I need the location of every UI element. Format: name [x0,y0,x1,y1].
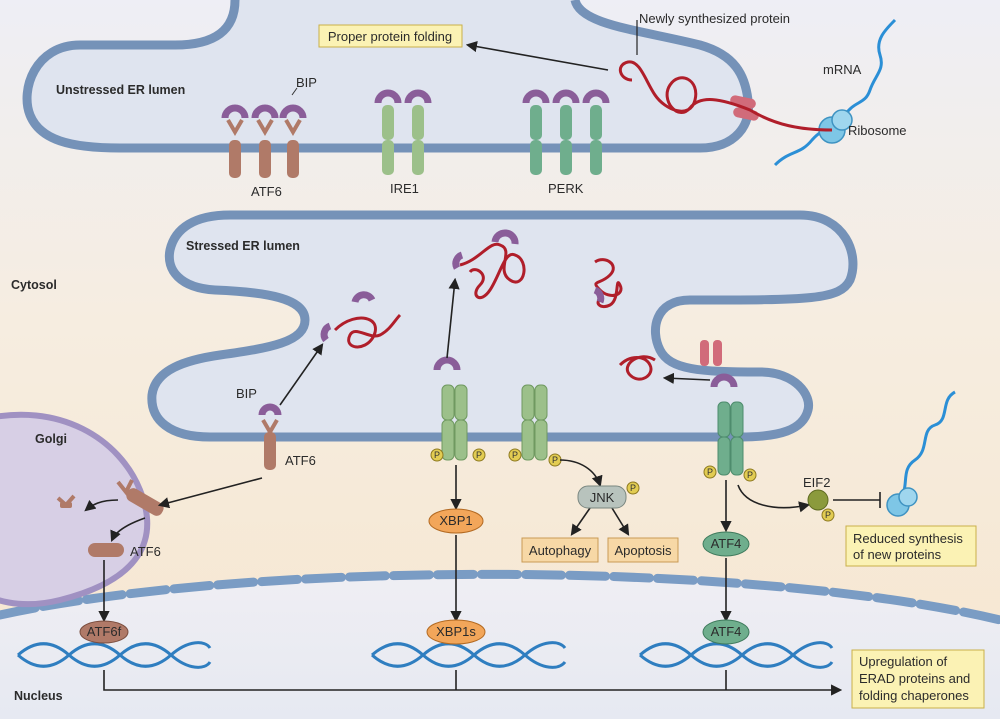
phospho-markers [430,448,835,522]
reduced-synthesis-line1: Reduced synthesis [853,531,963,546]
eif2-molecule [807,489,829,511]
apoptosis-text: Apoptosis [614,543,672,558]
ire1-dimer-active [441,384,468,461]
bip-pointer [291,87,298,96]
nucleus-label: Nucleus [14,689,63,703]
misfolded-proteins [333,242,656,381]
ire1-label-top: IRE1 [390,181,419,196]
autophagy-box: Autophagy [521,537,599,563]
cytosol-arrows [84,459,881,696]
perk-receptors-unstressed [522,89,610,175]
phospho-label: P [552,455,558,465]
atf6f-oval: ATF6f [79,620,129,644]
atf6-receptors-unstressed [221,104,307,178]
phospho-letters: P P P P P P P P [434,450,831,520]
upregulation-line3: folding chaperones [859,688,969,703]
nuclear-envelope [0,569,1000,625]
upregulation-line1: Upregulation of [859,654,948,669]
ribosome-label: Ribosome [848,123,907,138]
stressed-er-membrane [147,210,858,442]
reduced-synthesis-line2: of new proteins [853,547,942,562]
arrow-bip-release-perk [662,372,711,384]
atf6-receptor-stressed [261,418,279,470]
atf4-nucleus-text: ATF4 [711,624,742,639]
apoptosis-box: Apoptosis [607,537,679,563]
phospho-label: P [747,470,753,480]
xbp1-text: XBP1 [439,513,472,528]
proper-folding-text: Proper protein folding [328,29,452,44]
bip-label-top: BIP [296,75,317,90]
mrna-strand-right [898,390,956,501]
nucleus-region [0,574,1000,719]
atf4-cytosol-text: ATF4 [711,536,742,551]
golgi-label: Golgi [35,432,67,446]
bip-label-stressed: BIP [236,386,257,401]
upregulation-line2: ERAD proteins and [859,671,970,686]
xbp1-oval: XBP1 [428,508,484,534]
autophagy-text: Autophagy [529,543,592,558]
bip-chaperones-stressed [258,229,738,416]
phospho-label: P [512,450,518,460]
dna-helix-right [639,641,834,669]
jnk-text: JNK [590,490,615,505]
atf6-label-top: ATF6 [251,184,282,199]
cytosol-label: Cytosol [11,278,57,292]
stressed-er-label: Stressed ER lumen [186,239,300,253]
mrna-label: mRNA [823,62,862,77]
atf4-nucleus-oval: ATF4 [702,619,750,645]
mrna-strand [773,18,897,167]
atf4-cytosol-oval: ATF4 [702,531,750,557]
atf6-label-stressed: ATF6 [285,453,316,468]
phospho-label: P [434,450,440,460]
xbp1s-text: XBP1s [436,624,476,639]
xbp1s-oval: XBP1s [426,619,486,645]
arrow-bip-release-atf6 [279,343,324,406]
dna-helix-middle [371,641,567,669]
arrow-to-folding [465,41,609,71]
jnk-oval: JNK [577,485,627,509]
reduced-synthesis-box: Reduced synthesis of new proteins [845,525,977,567]
upregulation-box: Upregulation of ERAD proteins and foldin… [851,649,985,709]
dna-helix-left [17,641,212,669]
ire1-dimer-jnk [521,384,548,461]
perk-dimer-active [717,401,744,476]
ire1-receptors-unstressed [374,89,432,175]
phospho-label: P [476,450,482,460]
phospho-label: P [630,483,636,493]
perk-label-top: PERK [548,181,584,196]
atf6-label-golgi: ATF6 [130,544,161,559]
eif2-label: EIF2 [803,475,830,490]
translocon-stressed [700,340,722,366]
proper-folding-box: Proper protein folding [318,24,463,48]
newly-synthesized-protein [618,60,833,132]
atf6f-text: ATF6f [87,624,122,639]
arrow-bip-release-ire1 [446,277,460,359]
unstressed-er-label: Unstressed ER lumen [56,83,185,97]
ribosome-stalled [886,487,918,517]
atf6-golgi [56,479,164,557]
phospho-label: P [825,510,831,520]
newly-synthesized-label: Newly synthesized protein [639,11,790,26]
phospho-label: P [707,467,713,477]
